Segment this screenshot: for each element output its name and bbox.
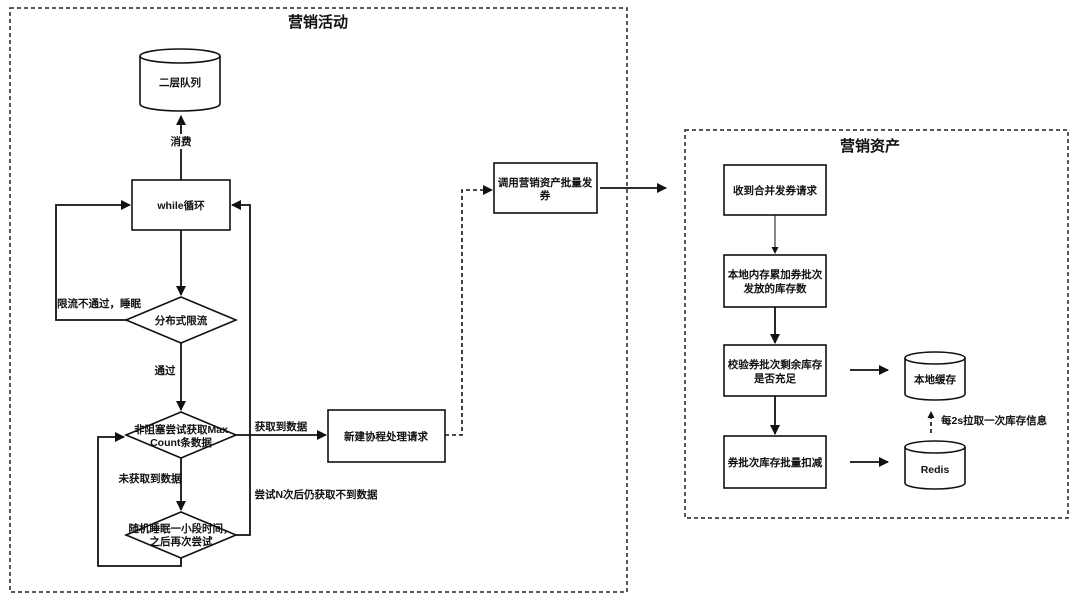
check-stock-node: 校验券批次剩余库存 是否充足 [723,344,827,397]
receive-request-box [723,164,827,216]
rate-limit-fail-label: 限流不通过，睡眠 [57,297,141,310]
second-level-queue-node: 二层队列 [139,48,221,112]
queue-cylinder-top [139,48,221,64]
new-coroutine-box [327,409,446,463]
fetch-data-label-line1: 非阻塞尝试获取Max [134,423,228,436]
marketing-activity-border [9,7,628,593]
batch-deduct-node: 券批次库存批量扣减 [723,435,827,489]
queue-label: 二层队列 [159,76,201,89]
while-loop-label: while循环 [156,199,205,212]
accumulate-node: 本地内存累加券批次 发放的库存数 [723,254,827,308]
new-coroutine-node: 新建协程处理请求 [327,409,446,463]
check-stock-box [723,344,827,397]
local-cache-node: 本地缓存 [904,351,966,401]
redis-cylinder-body [904,447,966,490]
accumulate-label-line1: 本地内存累加券批次 [728,268,823,281]
receive-request-node: 收到合并发券请求 [723,164,827,216]
call-assets-label-line1: 调用营销资产批量发 [498,176,593,189]
while-loop-node: while循环 [131,179,231,231]
random-sleep-node: 随机睡眠一小段时间， 之后再次尝试 [123,511,239,559]
rate-limit-fail-loop-edge [55,200,131,321]
check-stock-label-line2: 是否充足 [753,372,796,385]
queue-cylinder-body [139,56,221,112]
fetch-data-node: 非阻塞尝试获取Max Count条数据 [123,411,239,459]
coroutine-to-call-edge [445,185,493,436]
call-assets-label-line2: 券 [539,189,551,202]
redis-label: Redis [921,464,950,476]
rate-limit-label: 分布式限流 [155,314,208,327]
local-cache-cylinder-top [904,351,966,365]
call-assets-node: 调用营销资产批量发 券 [493,162,598,214]
got-data-edge-label: 获取到数据 [255,420,308,433]
accumulate-label-line2: 发放的库存数 [743,282,807,295]
accumulate-box [723,254,827,308]
rate-limit-node: 分布式限流 [123,296,239,344]
new-coroutine-label: 新建协程处理请求 [344,430,428,443]
no-data-edge-label: 未获取到数据 [118,472,182,485]
consume-label-bg [168,134,194,149]
fetch-data-label-line2: Count条数据 [150,436,212,449]
check-stock-label-line1: 校验券批次剩余库存 [728,358,823,371]
local-cache-label: 本地缓存 [914,373,956,386]
marketing-assets-title: 营销资产 [840,137,900,155]
redis-node: Redis [904,440,966,490]
random-sleep-diamond [123,511,239,559]
retry-fail-edge-label: 尝试N次后仍获取不到数据 [254,488,378,501]
redis-cylinder-top [904,440,966,454]
marketing-activity-container: 营销活动 二层队列 消费 while循环 分布式限流 限流不通过，睡眠 通过 [9,7,628,593]
retry-loop-edge [97,432,182,567]
marketing-assets-border [684,129,1069,519]
pass-edge-label: 通过 [155,364,176,377]
call-assets-box [493,162,598,214]
redis-sync-label: 每2s拉取一次库存信息 [941,414,1048,427]
consume-edge-label: 消费 [171,135,192,148]
batch-deduct-box [723,435,827,489]
random-sleep-label-line2: 之后再次尝试 [150,535,213,548]
retry-fail-edge [231,200,251,536]
receive-request-label: 收到合并发券请求 [733,184,817,197]
marketing-assets-container: 营销资产 收到合并发券请求 本地内存累加券批次 发放的库存数 校验券批次剩余库存… [684,129,1069,519]
local-cache-cylinder-body [904,358,966,401]
marketing-activity-title: 营销活动 [288,13,348,31]
batch-deduct-label: 券批次库存批量扣减 [727,456,823,469]
random-sleep-label-line1: 随机睡眠一小段时间， [129,522,234,535]
